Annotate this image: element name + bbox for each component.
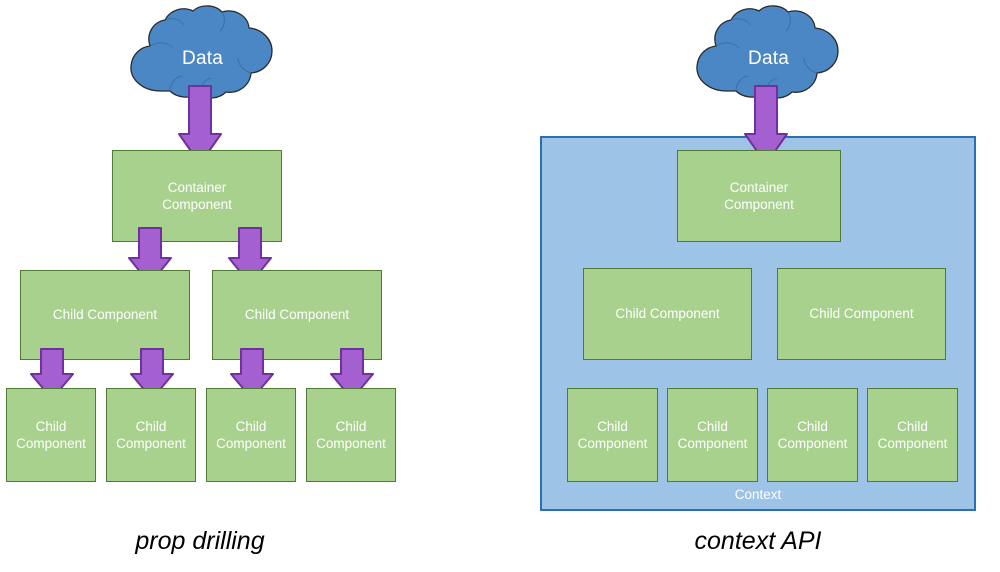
container-component-label: Container Component [162, 179, 232, 212]
container-component-box: Container Component [677, 150, 841, 242]
leaf-child-component-label: Child Component [777, 418, 848, 451]
container-component-box: Container Component [112, 150, 282, 242]
arrow-child1-to-leaf-2 [130, 348, 174, 401]
child-component-box: Child Component [212, 270, 382, 360]
leaf-child-component-box: Child Component [306, 388, 396, 482]
leaf-child-component-box: Child Component [767, 388, 858, 482]
leaf-child-component-label: Child Component [216, 418, 286, 451]
leaf-child-component-box: Child Component [867, 388, 958, 482]
leaf-child-component-label: Child Component [16, 418, 86, 451]
leaf-child-component-box: Child Component [667, 388, 758, 482]
arrow-child1-to-leaf-1 [30, 348, 74, 401]
leaf-child-component-box: Child Component [206, 388, 296, 482]
prop-drilling-caption: prop drilling [135, 527, 265, 555]
leaf-child-component-label: Child Component [577, 418, 648, 451]
context-api-caption: context API [694, 527, 822, 555]
leaf-child-component-box: Child Component [106, 388, 196, 482]
leaf-child-component-label: Child Component [116, 418, 186, 451]
leaf-child-component-label: Child Component [877, 418, 948, 451]
child-component-box: Child Component [583, 268, 752, 360]
arrow-child2-to-leaf-3 [230, 348, 274, 401]
prop-drilling-panel: Data Container Component [6, 5, 396, 555]
arrow-data-to-container [744, 85, 788, 166]
leaf-child-component-box: Child Component [567, 388, 658, 482]
leaf-child-component-label: Child Component [316, 418, 386, 451]
child-component-box: Child Component [777, 268, 946, 360]
context-label: Context [734, 487, 782, 502]
leaf-child-component-box: Child Component [6, 388, 96, 482]
leaf-child-component-label: Child Component [677, 418, 748, 451]
arrow-child2-to-leaf-4 [330, 348, 374, 401]
context-api-panel: Context Data Container [500, 0, 1000, 572]
child-component-box: Child Component [20, 270, 190, 360]
arrow-data-to-container [178, 85, 222, 166]
container-component-label: Container Component [724, 179, 794, 212]
